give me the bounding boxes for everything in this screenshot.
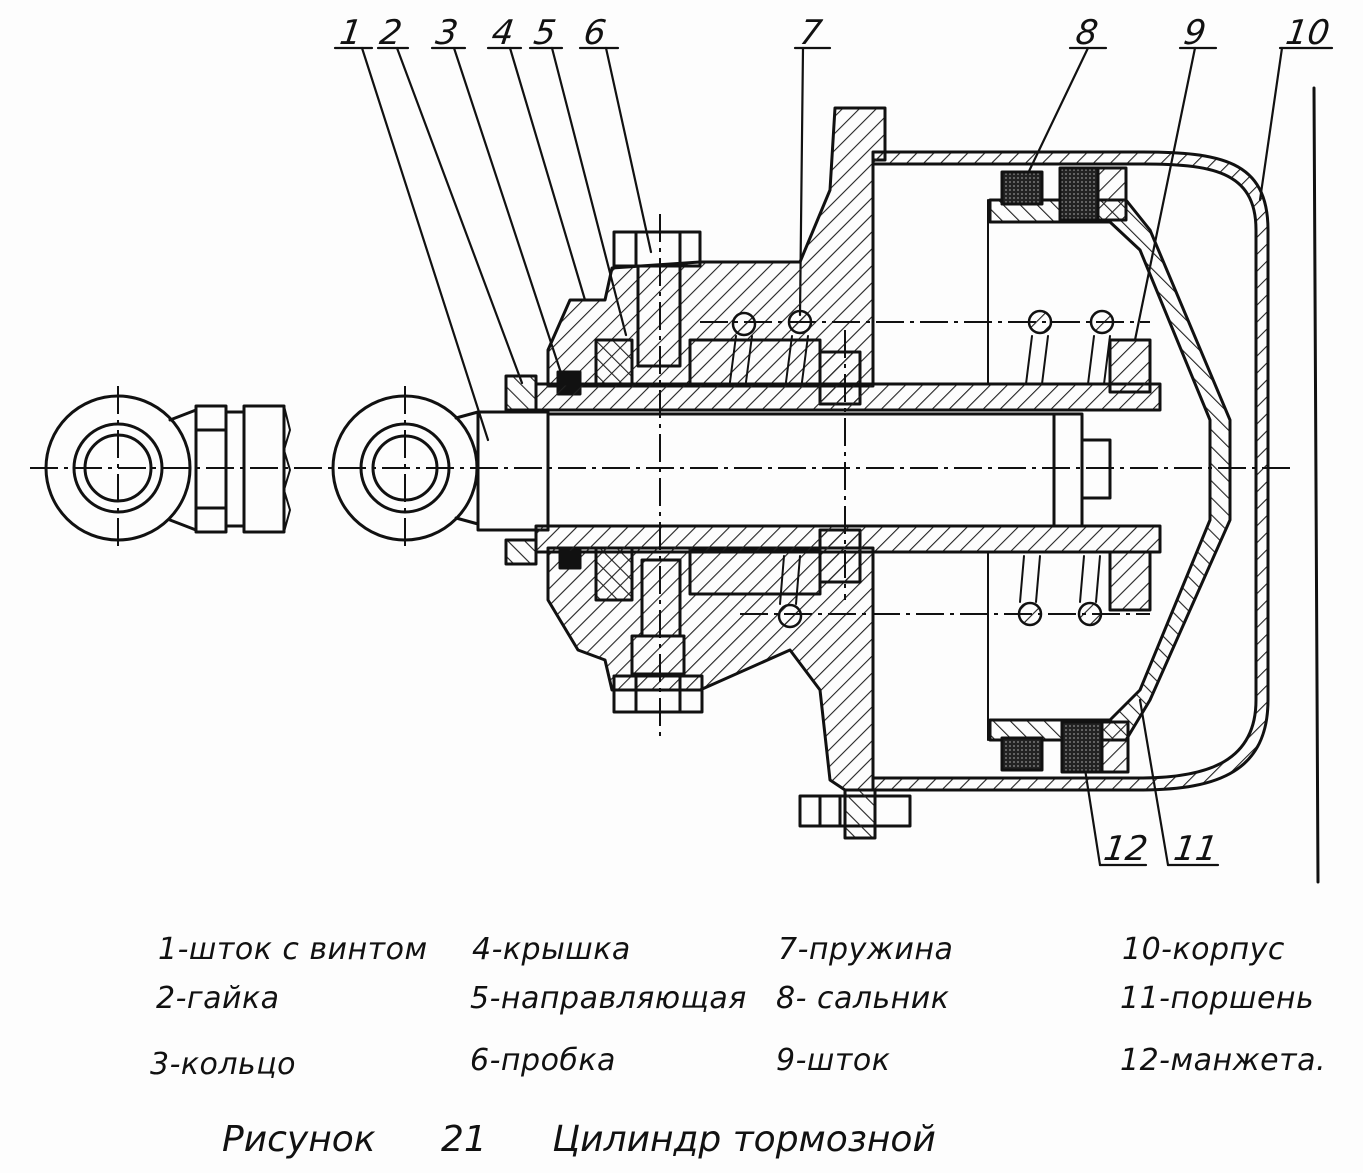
callout-10: 10 <box>1283 13 1333 53</box>
legend-item-10: 10-корпус <box>1122 932 1285 967</box>
spring-coils <box>729 335 1111 605</box>
nut-2-lower <box>504 538 538 566</box>
legend-item-11: 11-поршень <box>1120 981 1315 1016</box>
gland-and-cuff <box>1000 166 1130 774</box>
caption-title: Цилиндр тормозной <box>552 1119 936 1160</box>
legend-item-9: 9-шток <box>776 1043 891 1078</box>
nut-2 <box>504 374 538 412</box>
callout-11: 11 <box>1171 829 1221 869</box>
legend-item-12: 12-манжета. <box>1120 1043 1327 1078</box>
legend-item-2: 2-гайка <box>156 981 280 1016</box>
legend-item-4: 4-крышка <box>472 932 631 967</box>
cover-body <box>546 106 912 840</box>
springs-7 <box>731 309 1115 629</box>
rod-with-screw <box>476 382 1162 554</box>
figure-caption: Рисунок 21 Цилиндр тормозной <box>222 1122 990 1158</box>
caption-word: Рисунок <box>222 1119 376 1160</box>
housing-10 <box>871 150 1270 792</box>
legend-item-1: 1-шток с винтом <box>158 932 428 967</box>
legend-item-6: 6-пробка <box>470 1043 616 1078</box>
legend-item-7: 7-пружина <box>778 932 954 967</box>
piston-11 <box>988 198 1232 742</box>
center-lines <box>30 214 1290 740</box>
legend-item-3: 3-кольцо <box>150 1047 297 1082</box>
caption-number: 21 <box>440 1119 487 1160</box>
callout-12: 12 <box>1101 829 1151 869</box>
legend-item-8: 8- сальник <box>776 981 950 1016</box>
callout-7: 7 <box>797 13 825 53</box>
legend-item-5: 5-направляющая <box>470 981 747 1016</box>
